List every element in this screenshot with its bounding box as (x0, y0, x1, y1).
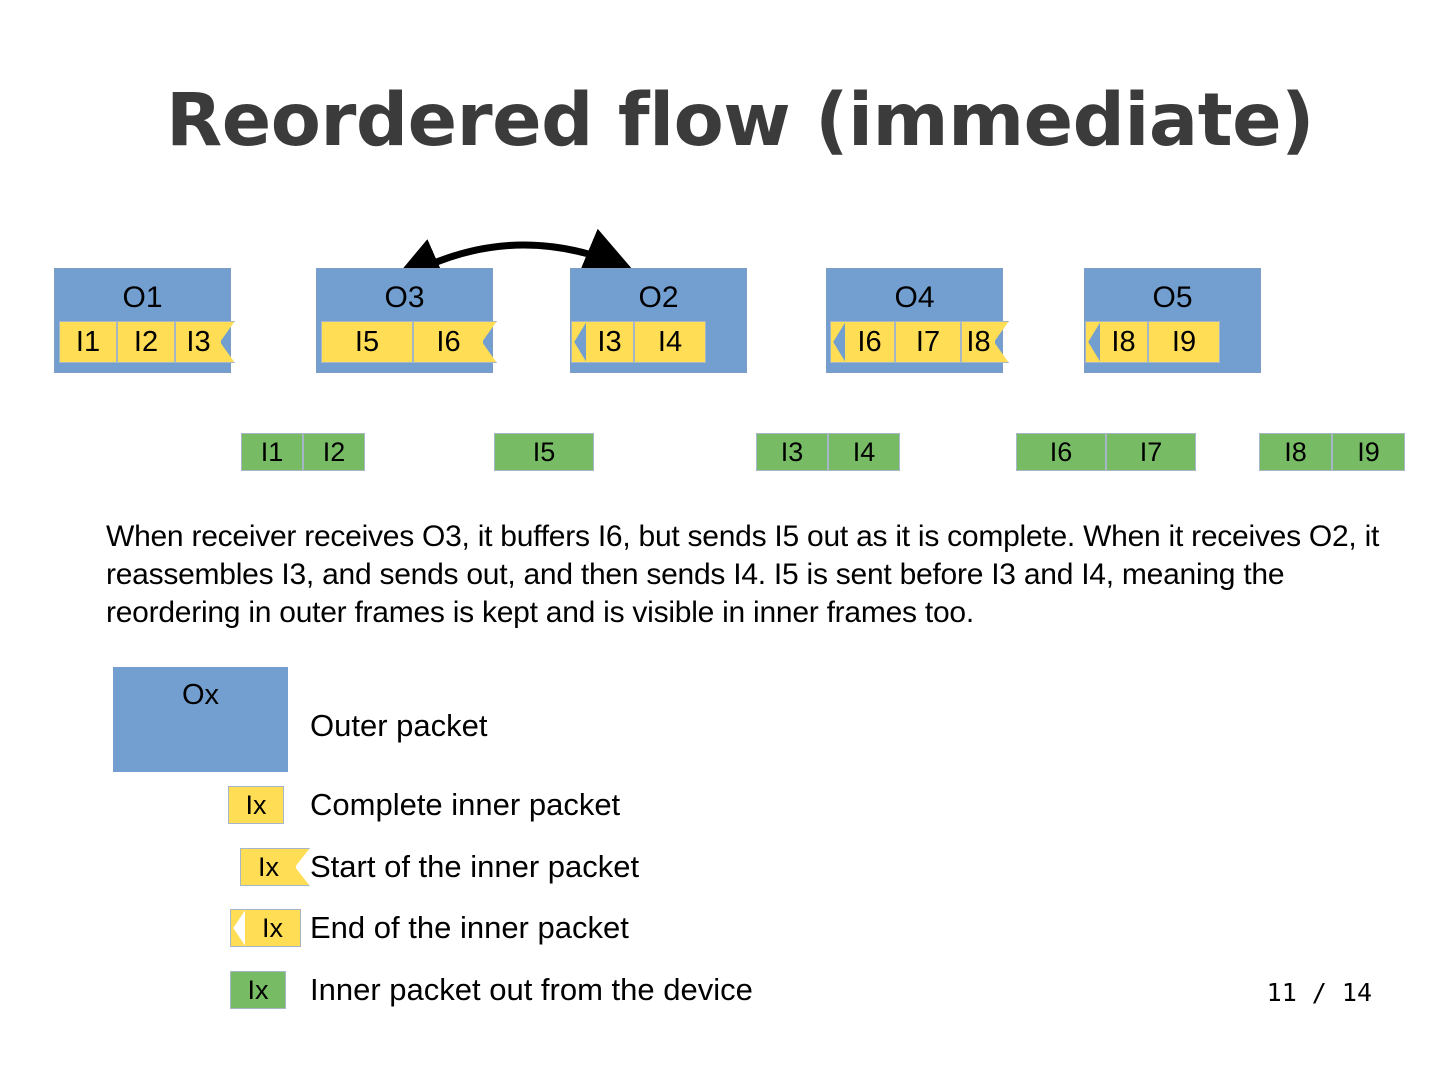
legend-swatch-complete-inner: Ix (228, 786, 284, 824)
output-packet-i1[interactable]: I1 (241, 433, 303, 471)
output-packet-i4[interactable]: I4 (828, 433, 900, 471)
outer-packet-label: O4 (894, 281, 935, 314)
output-packet-i2[interactable]: I2 (303, 433, 365, 471)
legend-label-complete-inner: Complete inner packet (310, 787, 621, 822)
inner-packet-i6-end[interactable]: I6 (845, 321, 895, 363)
legend-swatch-label: Ox (181, 679, 220, 711)
inner-packet-i1[interactable]: I1 (59, 321, 117, 363)
outer-packet-label: O3 (384, 281, 425, 314)
legend-label-output-inner: Inner packet out from the device (310, 972, 753, 1007)
legend-swatch-end-inner: Ix (245, 909, 301, 947)
inner-packet-i4[interactable]: I4 (634, 321, 706, 363)
outer-packet-label: O5 (1152, 281, 1193, 314)
explanation-paragraph: When receiver receives O3, it buffers I6… (106, 520, 1380, 629)
legend-swatch-outer-packet: Ox (113, 667, 288, 772)
legend-swatch-output-inner: Ix (230, 971, 286, 1009)
inner-packet-i6-start[interactable]: I6 (413, 321, 483, 363)
outer-packet-o1[interactable]: O1 (54, 268, 231, 373)
output-packet-i9[interactable]: I9 (1332, 433, 1405, 471)
output-packet-i5[interactable]: I5 (494, 433, 594, 471)
inner-packet-i3-start[interactable]: I3 (175, 321, 221, 363)
outer-packet-o2[interactable]: O2 (570, 268, 747, 373)
outer-packet-o4[interactable]: O4 (826, 268, 1003, 373)
output-packet-i3[interactable]: I3 (756, 433, 828, 471)
inner-packet-i3-end[interactable]: I3 (586, 321, 634, 363)
inner-packet-i9[interactable]: I9 (1148, 321, 1220, 363)
page-title: Reordered flow (immediate) (166, 78, 1314, 163)
inner-packet-i7[interactable]: I7 (895, 321, 961, 363)
legend-label-end-inner: End of the inner packet (310, 910, 629, 945)
page-number: 11 / 14 (1266, 978, 1372, 1007)
outer-packet-label: O2 (638, 281, 679, 314)
outer-packet-o5[interactable]: O5 (1084, 268, 1261, 373)
output-packet-i8[interactable]: I8 (1259, 433, 1332, 471)
reorder-arrow-icon (392, 228, 634, 284)
output-packet-i7[interactable]: I7 (1106, 433, 1196, 471)
outer-packet-label: O1 (122, 281, 163, 314)
inner-packet-i2[interactable]: I2 (117, 321, 175, 363)
output-packet-i6[interactable]: I6 (1016, 433, 1106, 471)
inner-packet-i5[interactable]: I5 (321, 321, 413, 363)
legend-label-start-inner: Start of the inner packet (310, 849, 640, 884)
inner-packet-i8-start[interactable]: I8 (961, 321, 995, 363)
inner-packet-i8-end[interactable]: I8 (1100, 321, 1148, 363)
legend-label-outer-packet: Outer packet (310, 708, 488, 743)
outer-packet-o3[interactable]: O3 (316, 268, 493, 373)
legend-swatch-start-inner: Ix (240, 848, 296, 886)
